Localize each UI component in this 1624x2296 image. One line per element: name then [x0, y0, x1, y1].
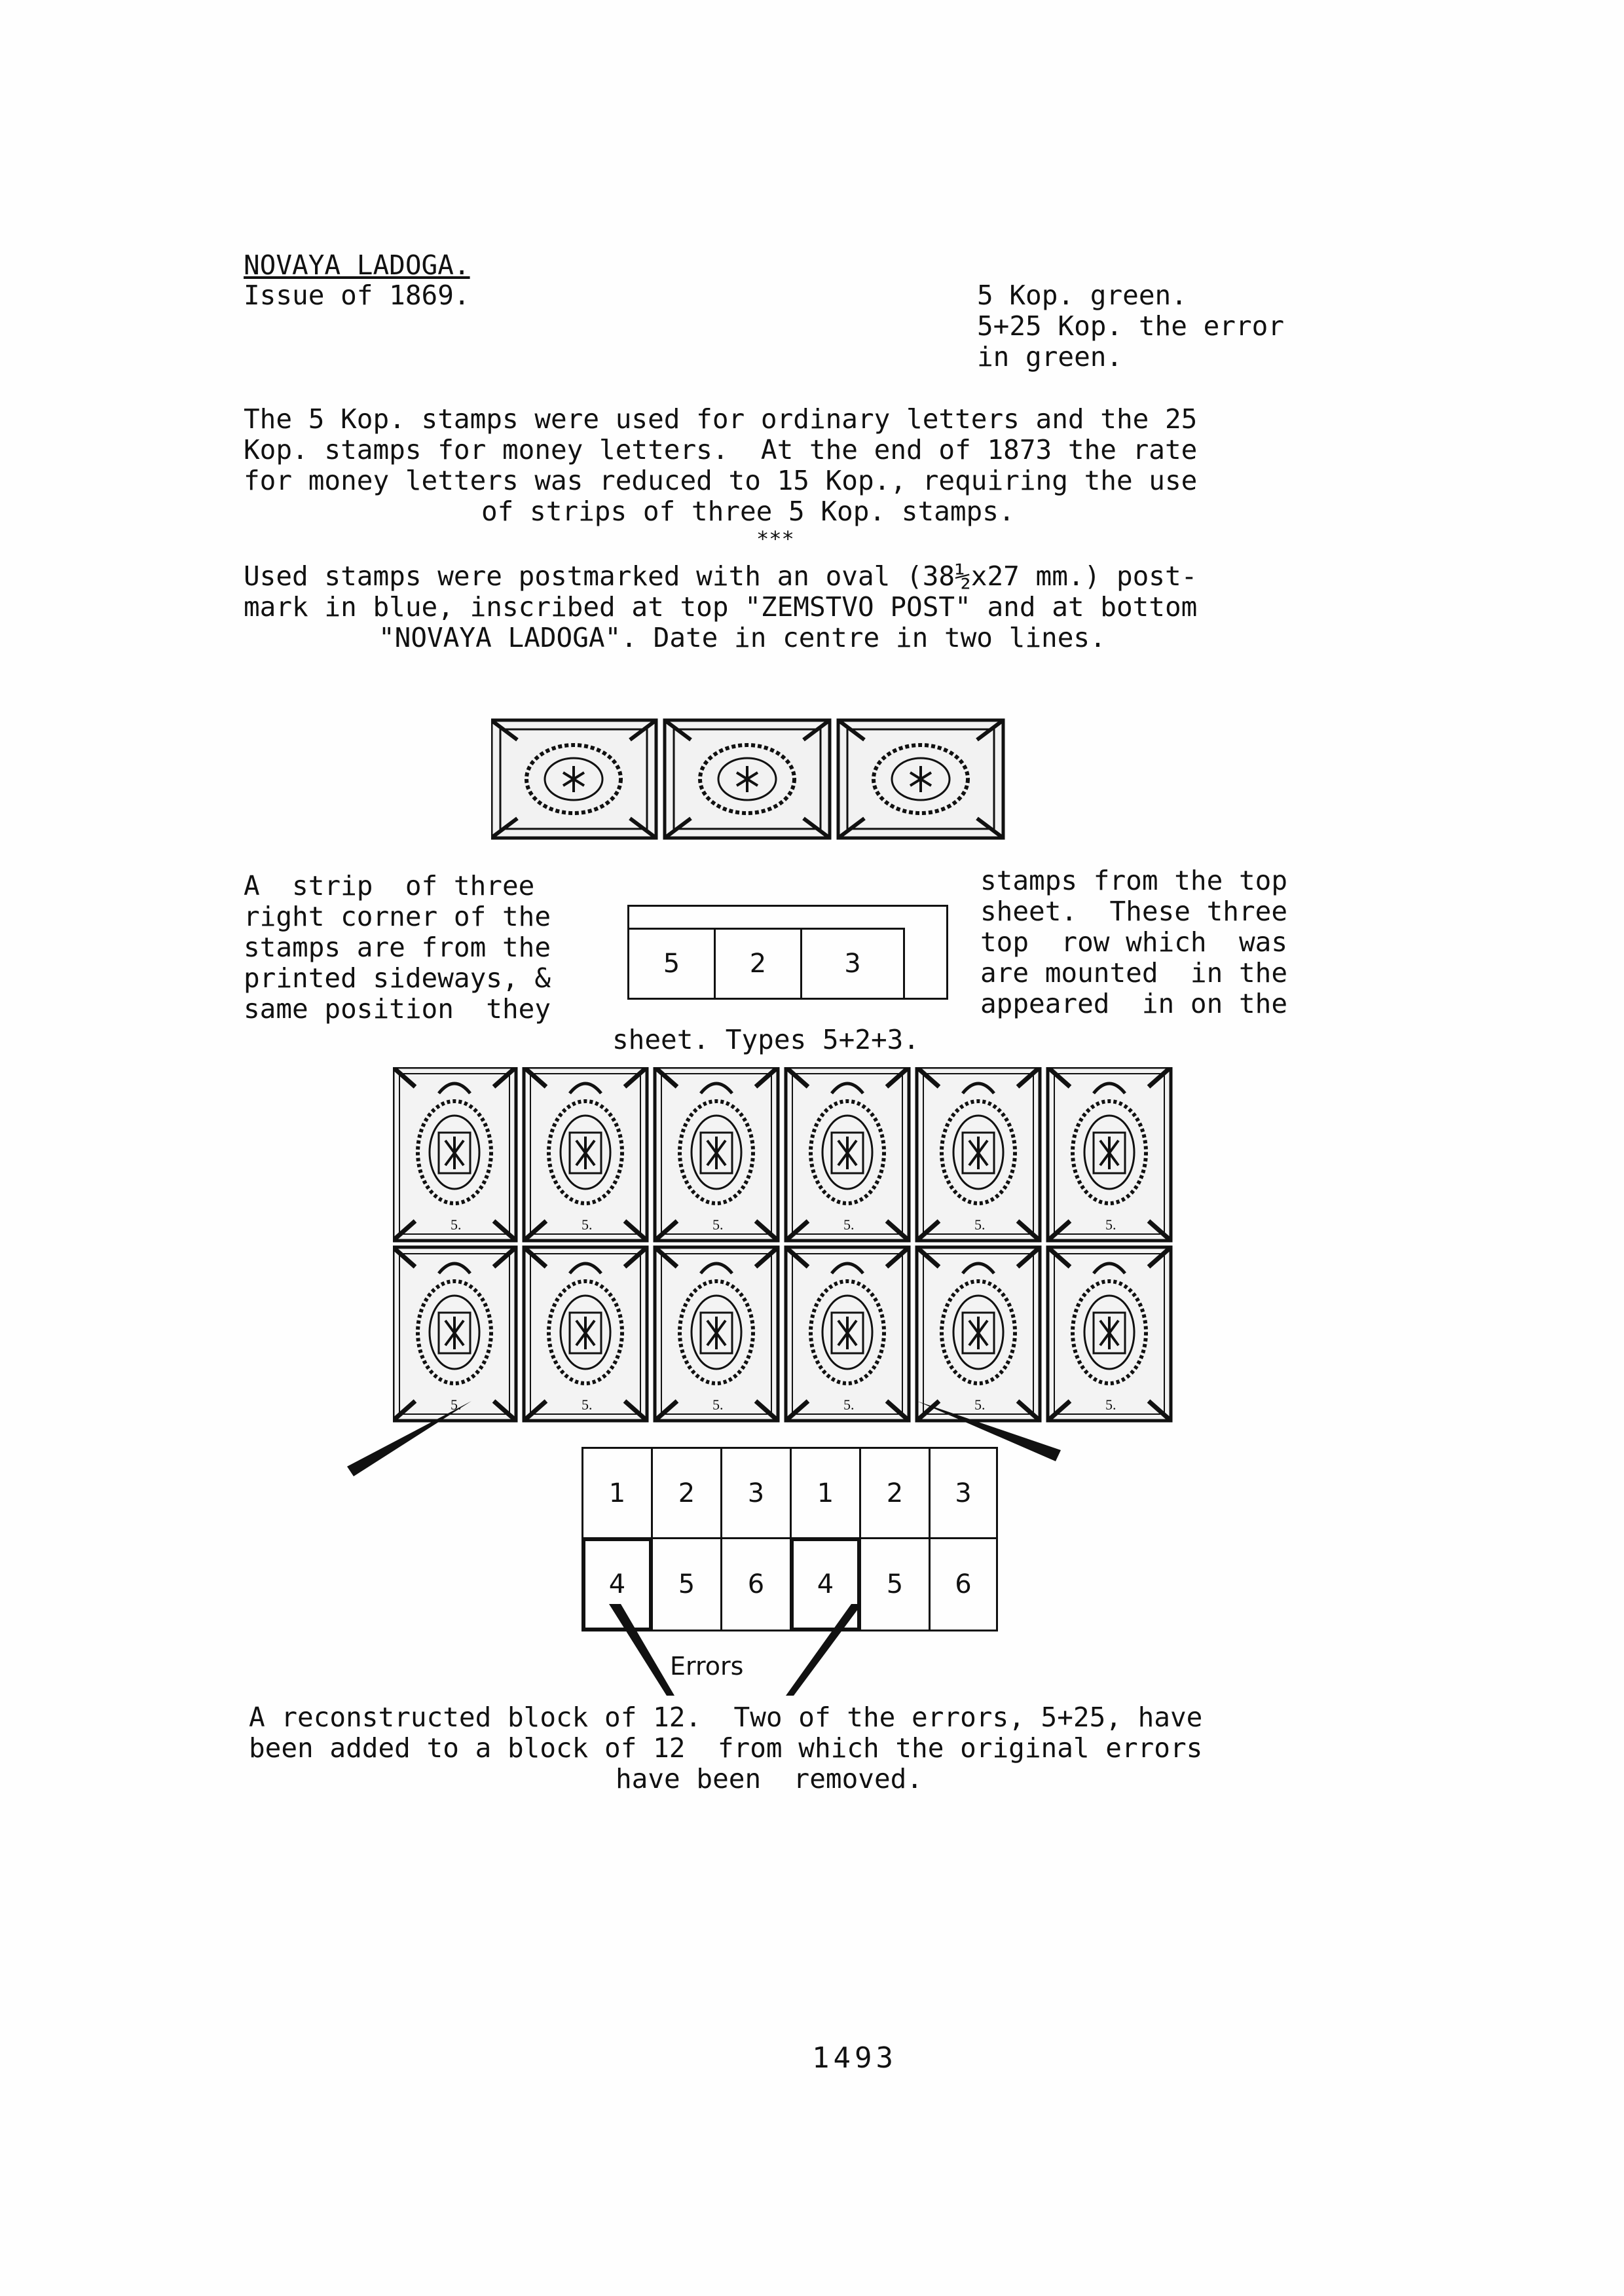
strip-text-right-line: stamps from the top [980, 865, 1287, 896]
caption-line: been added to a block of 12 from which t… [249, 1732, 1203, 1764]
strip-text-right-line: are mounted in the [980, 957, 1287, 989]
value-line: in green. [977, 341, 1123, 373]
strip-text-left-line: printed sideways, & [244, 962, 551, 994]
stamp-value: 5. [712, 1216, 724, 1233]
block-diagram-cell: 5 [859, 1537, 931, 1631]
errors-label: Errors [670, 1652, 744, 1681]
strip-text-left-line: stamps are from the [244, 932, 551, 963]
intro-line: Kop. stamps for money letters. At the en… [244, 434, 1198, 465]
errors-pointers [609, 1604, 858, 1696]
block-diagram-cell: 6 [929, 1537, 998, 1631]
caption-line: A reconstructed block of 12. Two of the … [249, 1702, 1203, 1733]
stamp-value: 5. [843, 1216, 855, 1233]
caption-line: have been removed. [616, 1763, 923, 1795]
postmark-line: Used stamps were postmarked with an oval… [244, 560, 1198, 592]
strip-text-right-line: appeared in on the [980, 988, 1287, 1019]
strip-diagram-cell: 3 [800, 928, 905, 1000]
strip-text-left-line: A strip of three [244, 870, 535, 902]
separator: *** [756, 526, 794, 551]
block-diagram-cell: 3 [929, 1447, 998, 1539]
error-pointer-arrows [347, 1401, 1061, 1476]
stamp-value: 5. [974, 1216, 986, 1233]
stamp-value: 5. [1105, 1396, 1116, 1413]
sideways-stamp [836, 718, 1005, 840]
strip-text-left-line: right corner of the [244, 901, 551, 932]
value-line: 5 Kop. green. [977, 280, 1187, 311]
stamp-value: 5. [581, 1396, 593, 1413]
strip-text-right-line: top row which was [980, 926, 1287, 958]
block-diagram-cell: 1 [581, 1447, 653, 1539]
stamp-row-top [393, 1067, 1171, 1241]
stamp-value: 5. [843, 1396, 855, 1413]
value-line: 5+25 Kop. the error [977, 310, 1284, 342]
page-number: 1493 [812, 2041, 897, 2075]
strip-diagram-cell: 2 [714, 928, 802, 1000]
block-diagram-cell: 2 [859, 1447, 931, 1539]
strip-text-bottom: sheet. Types 5+2+3. [612, 1024, 919, 1055]
left-error-arrow [347, 1401, 471, 1476]
stamp-value: 5. [1105, 1216, 1116, 1233]
postmark-line: "NOVAYA LADOGA". Date in centre in two l… [378, 622, 1106, 653]
stamp-value: 5. [451, 1216, 462, 1233]
issue-line: Issue of 1869. [244, 280, 470, 311]
stamp-value: 5. [581, 1216, 593, 1233]
intro-line: of strips of three 5 Kop. stamps. [481, 496, 1015, 527]
intro-line: for money letters was reduced to 15 Kop.… [244, 465, 1198, 496]
strip-text-right-line: sheet. These three [980, 896, 1287, 927]
sideways-stamp [663, 718, 832, 840]
intro-line: The 5 Kop. stamps were used for ordinary… [244, 403, 1198, 435]
stamp-value: 5. [974, 1396, 986, 1413]
block-diagram-cell: 1 [790, 1447, 861, 1539]
sideways-stamp [491, 718, 658, 840]
postmark-line: mark in blue, inscribed at top "ZEMSTVO … [244, 591, 1198, 623]
stamp-value: 5. [712, 1396, 724, 1413]
page-title: NOVAYA LADOGA. [244, 249, 470, 281]
strip-diagram-cell: 5 [627, 928, 716, 1000]
block-of-twelve-image: 5. 5. 5. 5. 5. 5. 5. 5. 5. 5. 5. 5. [393, 1067, 1192, 1427]
sideways-strip-image [491, 718, 1005, 840]
block-diagram-cell: 3 [720, 1447, 792, 1539]
stamp-value-labels: 5. 5. 5. 5. 5. 5. 5. 5. 5. 5. 5. 5. [451, 1216, 1116, 1413]
strip-text-left-line: same position they [244, 993, 551, 1025]
right-error-arrow [917, 1401, 1061, 1461]
block-diagram-cell: 2 [651, 1447, 722, 1539]
